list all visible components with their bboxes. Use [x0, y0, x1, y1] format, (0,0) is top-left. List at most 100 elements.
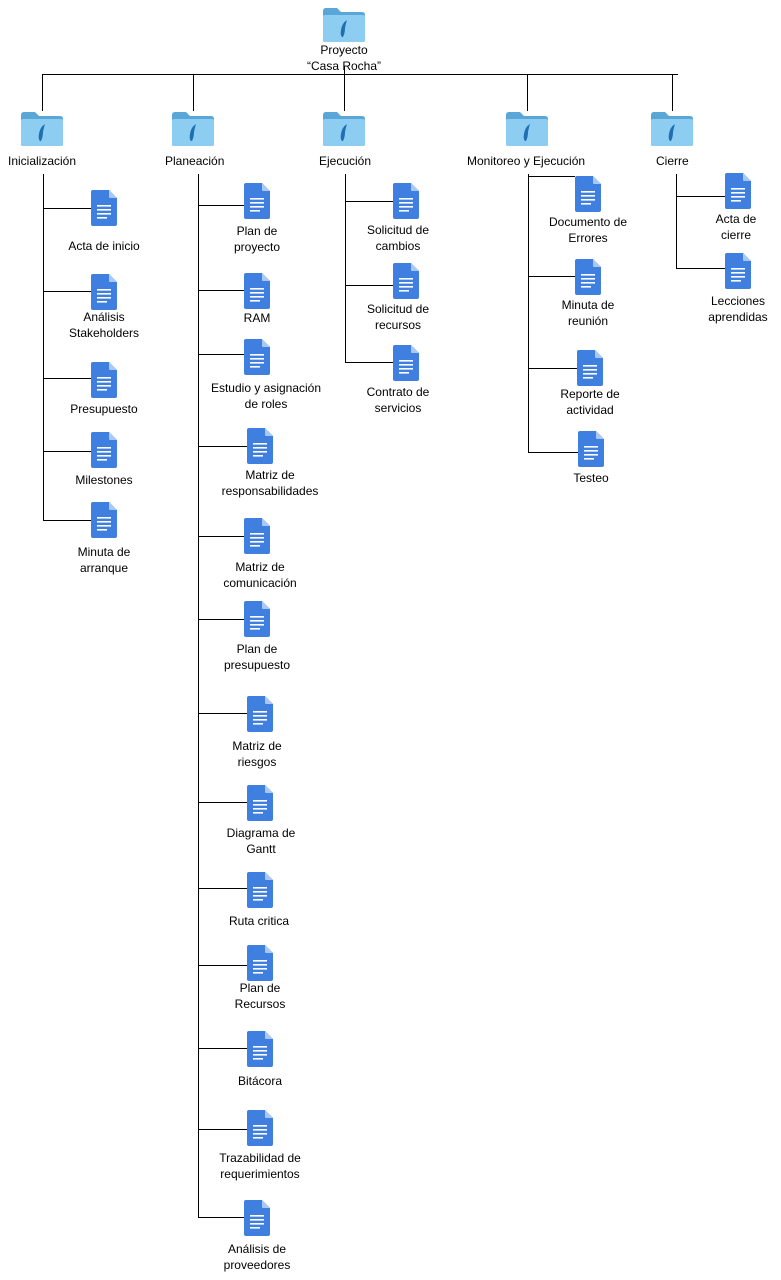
document-icon[interactable]	[91, 432, 117, 473]
document-label: Trazabilidad de requerimientos	[219, 1151, 301, 1181]
document-icon[interactable]	[575, 259, 601, 300]
phase-folder-icon[interactable]	[505, 110, 549, 153]
phase-folder-label: Inicialización	[8, 154, 77, 168]
document-icon[interactable]	[247, 785, 273, 826]
phase-drop-line	[42, 74, 43, 111]
document-icon[interactable]	[247, 696, 273, 737]
document-icon[interactable]	[247, 1110, 273, 1151]
document-icon[interactable]	[725, 173, 751, 214]
doc-branch-line	[345, 362, 393, 363]
phase-folder-label: Monitoreo y Ejecución	[467, 154, 586, 168]
document-label: Lecciones aprendidas	[708, 294, 768, 324]
document-label: Contrato de servicios	[366, 385, 430, 415]
document-icon[interactable]	[91, 362, 117, 403]
root-folder-label: Proyecto “Casa Rocha”	[306, 43, 382, 73]
document-label: RAM	[243, 311, 271, 325]
doc-branch-line	[43, 291, 91, 292]
doc-branch-line	[198, 290, 244, 291]
document-icon[interactable]	[247, 945, 273, 986]
doc-branch-line	[676, 268, 725, 269]
phase-trunk-line	[198, 174, 199, 1218]
document-label: Testeo	[573, 471, 609, 485]
document-label: Solicitud de cambios	[366, 223, 430, 253]
doc-branch-line	[198, 802, 247, 803]
doc-branch-line	[198, 713, 247, 714]
doc-branch-line	[43, 451, 91, 452]
document-icon[interactable]	[393, 263, 419, 304]
doc-branch-line	[528, 176, 575, 177]
doc-branch-line	[528, 368, 577, 369]
document-label: Solicitud de recursos	[366, 302, 430, 332]
document-icon[interactable]	[247, 872, 273, 913]
document-label: Reporte de actividad	[560, 387, 620, 417]
phase-trunk-line	[43, 174, 44, 521]
document-icon[interactable]	[575, 176, 601, 217]
document-icon[interactable]	[577, 350, 603, 391]
doc-branch-line	[198, 619, 244, 620]
doc-branch-line	[43, 208, 91, 209]
phase-drop-line	[344, 74, 345, 111]
doc-branch-line	[198, 354, 244, 355]
document-label: Bitácora	[237, 1074, 283, 1088]
document-icon[interactable]	[244, 601, 270, 642]
document-label: Documento de Errores	[548, 215, 628, 245]
doc-branch-line	[198, 1217, 244, 1218]
phase-folder-icon[interactable]	[322, 110, 366, 153]
phase-folder-label: Cierre	[656, 154, 689, 168]
document-icon[interactable]	[247, 428, 273, 469]
document-label: Acta de cierre	[715, 212, 757, 242]
document-label: Minuta de arranque	[77, 545, 131, 575]
doc-branch-line	[198, 888, 247, 889]
doc-branch-line	[198, 1129, 247, 1130]
document-label: Plan de presupuesto	[223, 642, 291, 672]
root-connector	[344, 66, 345, 75]
document-icon[interactable]	[91, 502, 117, 543]
doc-branch-line	[345, 201, 393, 202]
document-icon[interactable]	[244, 183, 270, 224]
document-label: Ruta critica	[228, 914, 290, 928]
phase-trunk-line	[528, 174, 529, 453]
doc-branch-line	[198, 536, 244, 537]
phase-folder-icon[interactable]	[20, 110, 64, 153]
document-label: Análisis de proveedores	[223, 1242, 291, 1272]
document-label: Matriz de riesgos	[232, 739, 282, 769]
phase-trunk-line	[345, 174, 346, 363]
document-label: Diagrama de Gantt	[226, 826, 296, 856]
document-icon[interactable]	[725, 253, 751, 294]
document-icon[interactable]	[247, 1031, 273, 1072]
phase-trunk-line	[676, 174, 677, 269]
document-icon[interactable]	[393, 183, 419, 224]
document-label: Plan de Recursos	[234, 981, 286, 1011]
document-icon[interactable]	[91, 190, 117, 231]
document-icon[interactable]	[91, 274, 117, 315]
doc-branch-line	[676, 196, 725, 197]
phase-folder-label: Ejecución	[319, 154, 372, 168]
document-icon[interactable]	[244, 1200, 270, 1241]
doc-branch-line	[198, 205, 244, 206]
doc-branch-line	[198, 446, 247, 447]
doc-branch-line	[528, 452, 578, 453]
doc-branch-line	[345, 285, 393, 286]
phase-drop-line	[193, 74, 194, 111]
document-icon[interactable]	[393, 345, 419, 386]
phase-folder-icon[interactable]	[650, 110, 694, 153]
document-icon[interactable]	[244, 339, 270, 380]
document-label: Análisis Stakeholders	[68, 310, 140, 340]
document-label: Plan de proyecto	[233, 224, 281, 254]
doc-branch-line	[198, 965, 247, 966]
phase-folder-icon[interactable]	[171, 110, 215, 153]
document-label: Matriz de comunicación	[223, 560, 297, 590]
document-label: Milestones	[75, 473, 133, 487]
phase-drop-line	[672, 74, 673, 111]
doc-branch-line	[43, 378, 91, 379]
document-label: Presupuesto	[70, 402, 138, 416]
root-folder-icon[interactable]	[322, 6, 366, 49]
document-label: Minuta de reunión	[561, 298, 615, 328]
document-icon[interactable]	[578, 431, 604, 472]
document-icon[interactable]	[244, 273, 270, 314]
document-icon[interactable]	[244, 518, 270, 559]
phase-folder-label: Planeación	[165, 154, 225, 168]
doc-branch-line	[198, 1048, 247, 1049]
document-label: Matriz de responsabilidades	[221, 468, 319, 498]
